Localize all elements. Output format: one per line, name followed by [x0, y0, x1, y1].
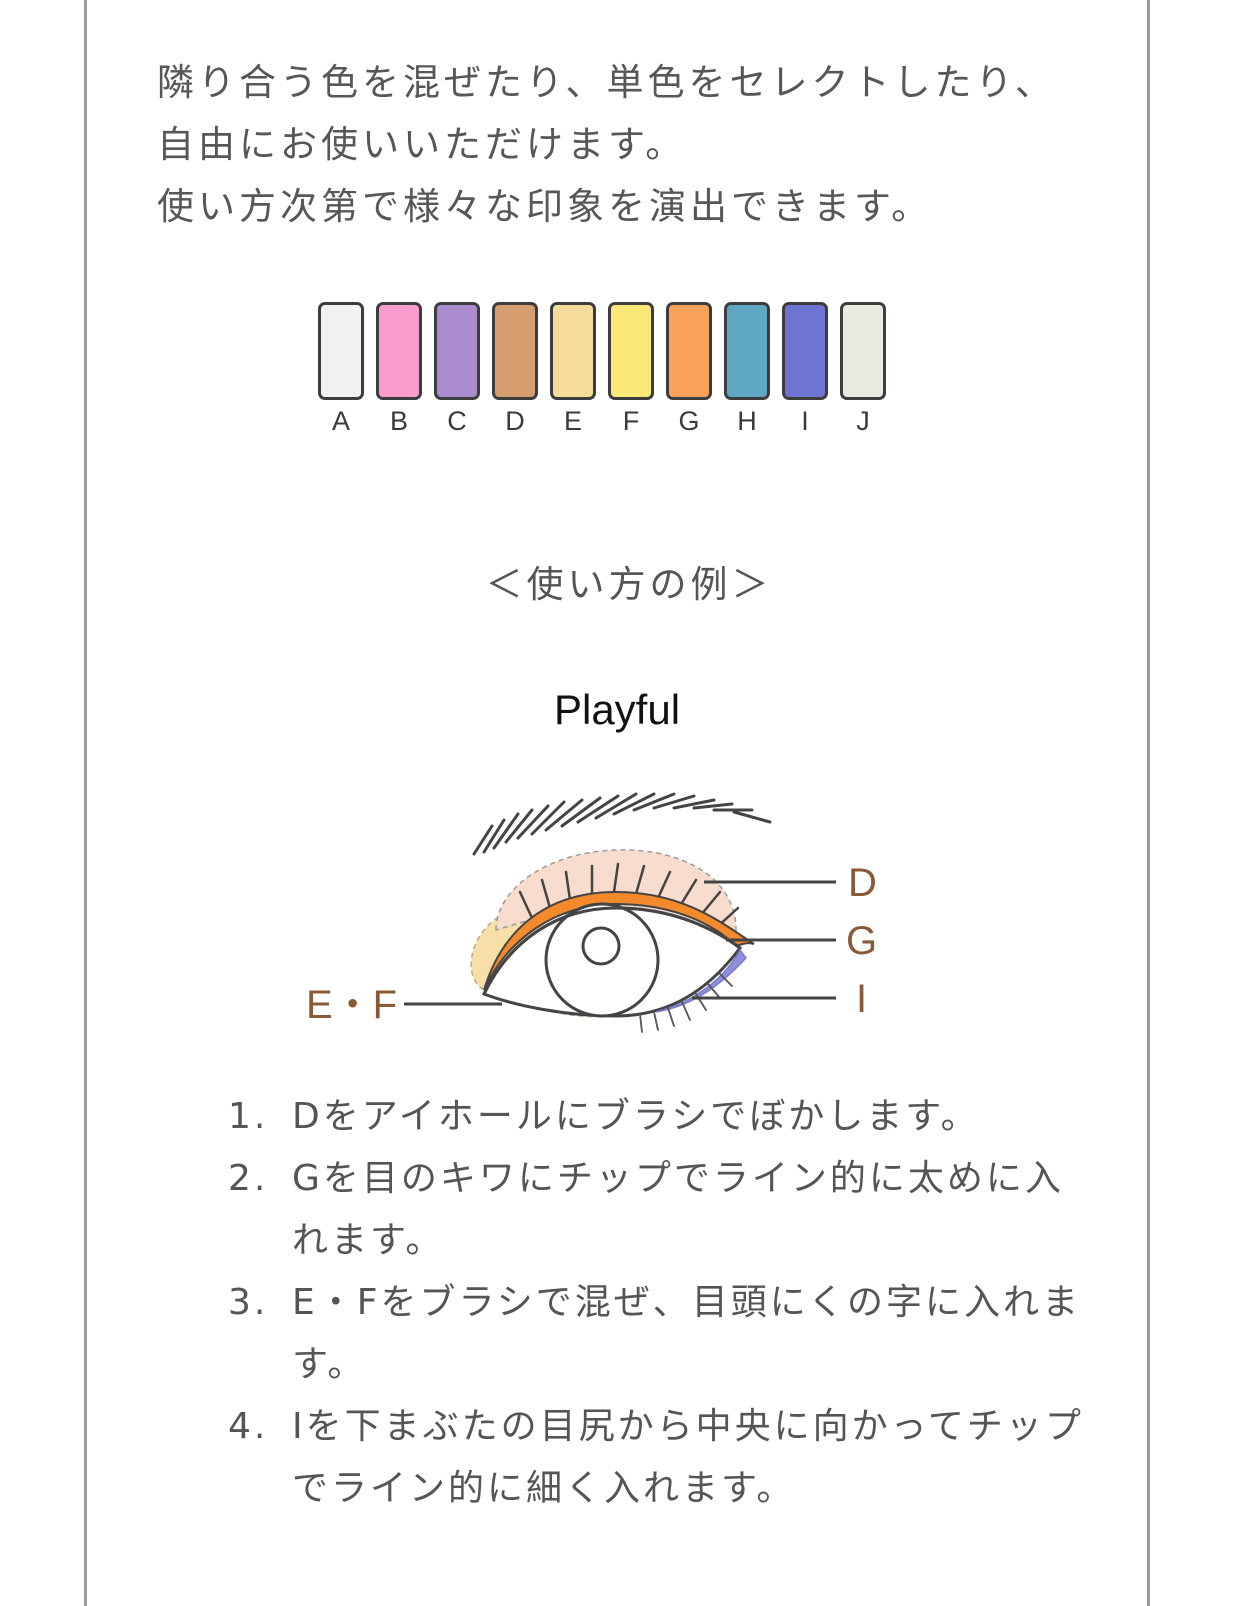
pan-letter-i: I: [801, 406, 809, 436]
step-item: 4. Iを下まぶたの目尻から中央に向かってチップでライン的に細く入れます。: [228, 1396, 1088, 1520]
eyeshadow-palette: A B C D E F G H I J: [318, 302, 886, 436]
eyebrow-illustration: [472, 792, 772, 856]
step-text: Dをアイホールにブラシでぼかします。: [292, 1096, 980, 1137]
intro-line-1: 隣り合う色を混ぜたり、単色をセレクトしたり、自由にお使いいただけます。: [157, 61, 1057, 166]
shade-i-line: [655, 948, 747, 1013]
swatch-i: [782, 302, 828, 400]
swatch-f: [608, 302, 654, 400]
step-number: 1.: [228, 1096, 269, 1137]
step-text: E・Fをブラシで混ぜ、目頭にくの字に入れます。: [292, 1282, 1082, 1385]
look-title: Playful: [553, 686, 681, 733]
pan-d: D: [492, 302, 538, 436]
pan-j: J: [840, 302, 886, 436]
pan-b: B: [376, 302, 422, 436]
pan-f: F: [608, 302, 654, 436]
swatch-j: [840, 302, 886, 400]
pan-letter-d: D: [505, 406, 525, 436]
swatch-h: [724, 302, 770, 400]
usage-example-heading: ＜使い方の例＞: [485, 563, 773, 606]
instruction-steps: 1. Dをアイホールにブラシでぼかします。 2. Gを目のキワにチップでライン的に太…: [228, 1086, 1088, 1520]
upper-lashes: [518, 862, 740, 930]
step-text: Gを目のキワにチップでライン的に太めに入れます。: [292, 1158, 1064, 1261]
pan-i: I: [782, 302, 828, 436]
swatch-g: [666, 302, 712, 400]
pan-letter-h: H: [737, 406, 757, 436]
pan-letter-a: A: [331, 406, 350, 436]
pan-g: G: [666, 302, 712, 436]
swatch-c: [434, 302, 480, 400]
eye-makeup-diagram: D G I E・F: [306, 792, 877, 1033]
pan-letter-c: C: [447, 406, 467, 436]
pan-e: E: [550, 302, 596, 436]
pan-a: A: [318, 302, 364, 436]
pan-letter-e: E: [563, 406, 582, 436]
intro-text: 隣り合う色を混ぜたり、単色をセレクトしたり、自由にお使いいただけます。 使い方次…: [157, 52, 1097, 238]
step-number: 4.: [228, 1406, 269, 1447]
pan-letter-f: F: [622, 406, 640, 436]
pan-c: C: [434, 302, 480, 436]
label-d: D: [848, 861, 877, 905]
pan-letter-g: G: [678, 406, 700, 436]
intro-line-2: 使い方次第で様々な印象を演出できます。: [157, 185, 933, 228]
page-frame: [84, 0, 1150, 1606]
swatch-a: [318, 302, 364, 400]
swatch-e: [550, 302, 596, 400]
step-item: 3. E・Fをブラシで混ぜ、目頭にくの字に入れます。: [228, 1272, 1088, 1396]
step-item: 1. Dをアイホールにブラシでぼかします。: [228, 1086, 1088, 1148]
callout-lines: [404, 880, 836, 1006]
pan-letter-j: J: [856, 406, 870, 436]
label-ef: E・F: [306, 983, 397, 1027]
pan-h: H: [724, 302, 770, 436]
step-text: Iを下まぶたの目尻から中央に向かってチップでライン的に細く入れます。: [292, 1406, 1084, 1509]
pupil-highlight: [581, 926, 621, 966]
swatch-d: [492, 302, 538, 400]
lower-lashes: [639, 973, 733, 1033]
swatch-b: [376, 302, 422, 400]
step-number: 2.: [228, 1158, 269, 1199]
pan-letter-b: B: [389, 406, 408, 436]
eye-upper-lid: [482, 906, 741, 995]
label-g: G: [846, 919, 877, 963]
step-number: 3.: [228, 1282, 269, 1323]
label-i: I: [856, 977, 867, 1021]
step-item: 2. Gを目のキワにチップでライン的に太めに入れます。: [228, 1148, 1088, 1272]
